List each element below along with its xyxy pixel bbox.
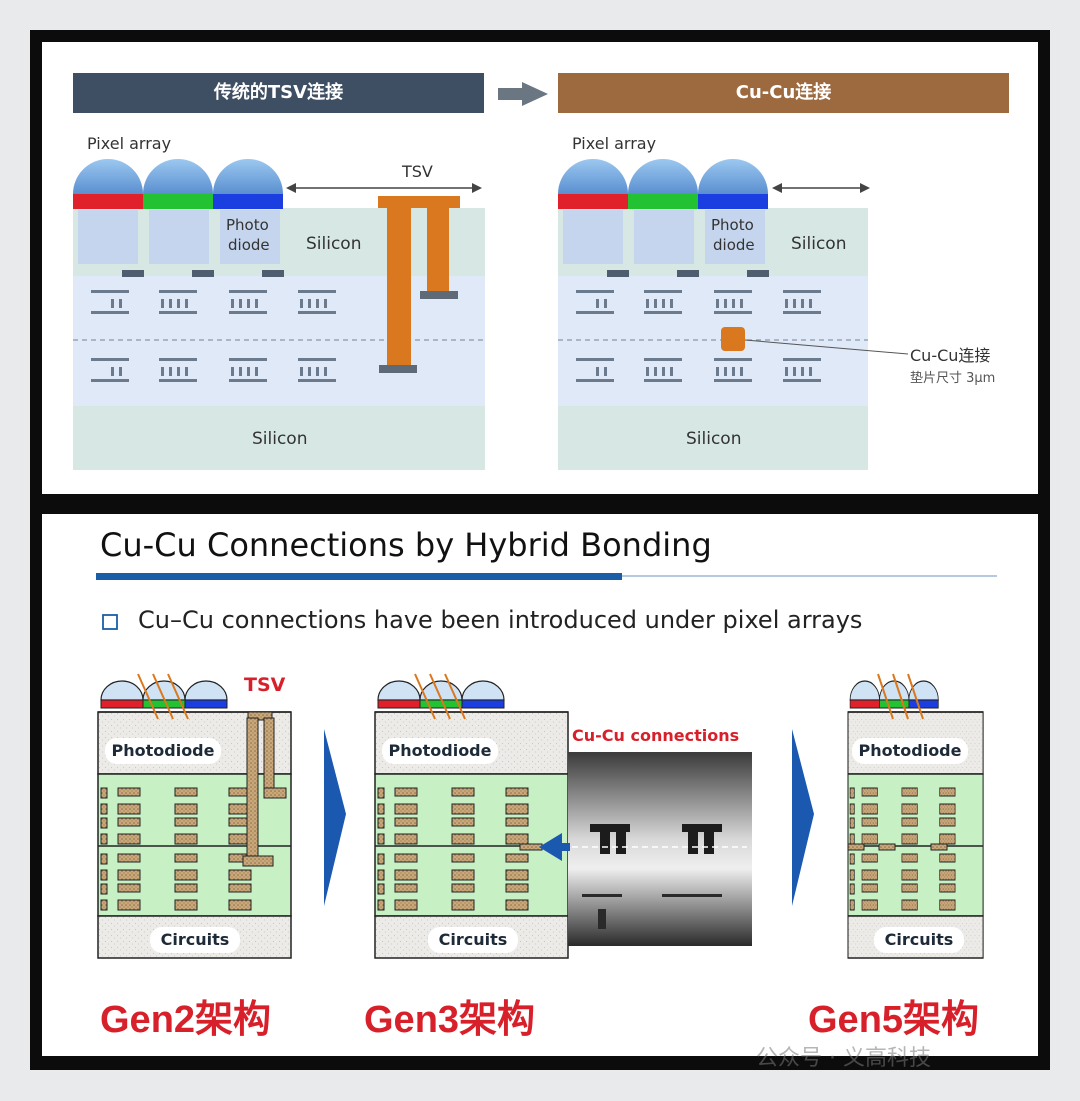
gen5-circuits-label: Circuits (874, 927, 964, 953)
slide-title: Cu-Cu Connections by Hybrid Bonding (100, 526, 712, 564)
cu-cu-connection-label: Cu-Cu连接 (910, 346, 991, 365)
gen2-tsv-label: TSV (244, 674, 286, 696)
tsv-dimension-arrow (286, 183, 482, 193)
left-stack (73, 159, 485, 470)
left-pixel-array-label: Pixel array (87, 134, 172, 153)
gen2-circuits-label: Circuits (150, 927, 240, 953)
bullet-square (102, 614, 118, 630)
watermark: 公众号 · 义高科技 (756, 1046, 931, 1071)
cu-cu-pointer-arrow (539, 833, 570, 861)
gen2-to-gen3-chevron (324, 729, 346, 906)
gen3-stack (375, 673, 568, 958)
gen2-tsv (242, 711, 287, 867)
gen2-architecture-label: Gen2架构 (100, 999, 272, 1041)
top-panel: 传统的TSV连接 Cu-Cu连接 Pixel array TSV Photo d… (42, 42, 1038, 494)
right-diode-label: diode (713, 236, 755, 254)
left-header: 传统的TSV连接 (73, 73, 484, 113)
left-silicon-top: Silicon (306, 234, 362, 254)
pad-size-label: 垫片尺寸 3μm (910, 371, 996, 386)
green-filter (143, 194, 213, 209)
gen2-photodiode-label: Photodiode (105, 738, 221, 764)
bullet-text: Cu–Cu connections have been introduced u… (138, 606, 863, 634)
bottom-diagram-graphics (96, 573, 997, 1056)
left-silicon-bottom: Silicon (252, 429, 308, 449)
gen5-photodiode-label: Photodiode (852, 738, 968, 764)
right-header: Cu-Cu连接 (558, 73, 1009, 113)
tsv-label: TSV (402, 162, 433, 181)
blue-filter (213, 194, 283, 209)
left-photo-label: Photo (226, 216, 269, 234)
gen3-to-gen5-chevron (792, 729, 814, 906)
gen3-photodiode-label: Photodiode (382, 738, 498, 764)
gen5-architecture-label: Gen5架构 (808, 999, 980, 1041)
right-stack (558, 159, 909, 470)
title-underline-bar (96, 573, 622, 580)
left-diode-label: diode (228, 236, 270, 254)
gen2-stack (98, 673, 291, 958)
red-filter (73, 194, 143, 209)
gen3-circuits-label: Circuits (428, 927, 518, 953)
right-photo-label: Photo (711, 216, 754, 234)
cu-cu-connections-label: Cu-Cu connections (572, 726, 740, 745)
tsv-structure (378, 196, 460, 373)
header-arrow (498, 82, 548, 106)
bottom-panel: Cu-Cu Connections by Hybrid Bonding Cu–C… (42, 514, 1038, 1056)
sem-image (568, 752, 752, 946)
right-silicon-top: Silicon (791, 234, 847, 254)
top-diagram-graphics (73, 82, 909, 470)
gen5-stack (848, 673, 983, 958)
cu-cu-pad (721, 327, 745, 351)
right-pixel-array-label: Pixel array (572, 134, 657, 153)
right-silicon-bottom: Silicon (686, 429, 742, 449)
gen3-architecture-label: Gen3架构 (364, 999, 536, 1041)
